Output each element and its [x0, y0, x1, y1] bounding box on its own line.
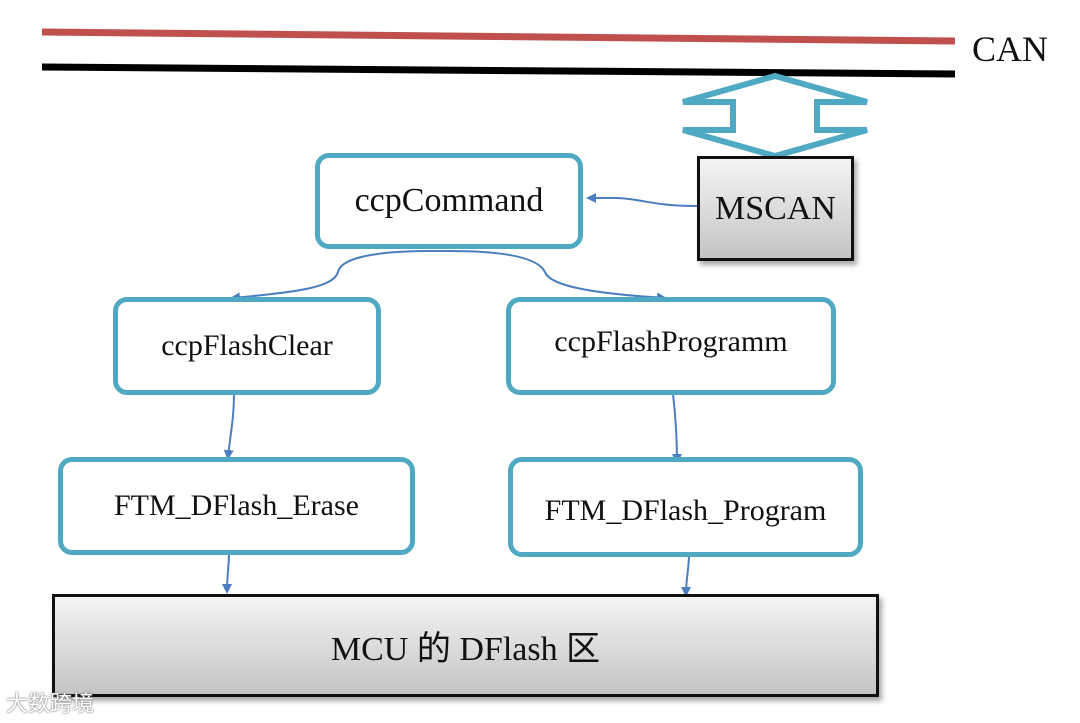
- ftm-dflash-erase-label: FTM_DFlash_Erase: [114, 489, 359, 522]
- watermark-text: 大数跨境: [6, 692, 95, 717]
- ccpflashprogramm-label: ccpFlashProgramm: [554, 325, 788, 358]
- ftm-dflash-program-node: FTM_DFlash_Program: [508, 457, 863, 557]
- mscan-label: MSCAN: [715, 189, 836, 227]
- mcu-dflash-region: MCU 的 DFlash 区: [52, 594, 879, 697]
- ccpflashprogramm-node: ccpFlashProgramm: [506, 297, 836, 395]
- connector-mscan-to-ccpcommand: [586, 193, 698, 207]
- ccpcommand-node: ccpCommand: [315, 153, 583, 249]
- bidirectional-arrow-icon: [682, 72, 868, 160]
- connector-erase-to-dflash: [222, 552, 233, 594]
- connector-ccpcommand-to-flashprogramm: [439, 249, 667, 303]
- connector-ccpcommand-to-flashclear: [230, 249, 441, 303]
- can-low-line: [41, 63, 956, 78]
- can-bus-label: CAN: [972, 29, 1049, 69]
- mscan-module: MSCAN: [697, 156, 854, 261]
- can-high-line: [41, 28, 956, 45]
- connector-flashprogramm-to-program: [671, 393, 682, 464]
- ccpflashclear-label: ccpFlashClear: [161, 329, 333, 362]
- ftm-dflash-program-label: FTM_DFlash_Program: [544, 494, 827, 527]
- ccpcommand-label: ccpCommand: [354, 182, 544, 219]
- ftm-dflash-erase-node: FTM_DFlash_Erase: [58, 457, 415, 555]
- ccpflashclear-node: ccpFlashClear: [113, 297, 381, 395]
- connector-flashclear-to-erase: [223, 393, 235, 460]
- connector-program-to-dflash: [681, 554, 692, 597]
- mcu-dflash-region-label: MCU 的 DFlash 区: [330, 631, 601, 668]
